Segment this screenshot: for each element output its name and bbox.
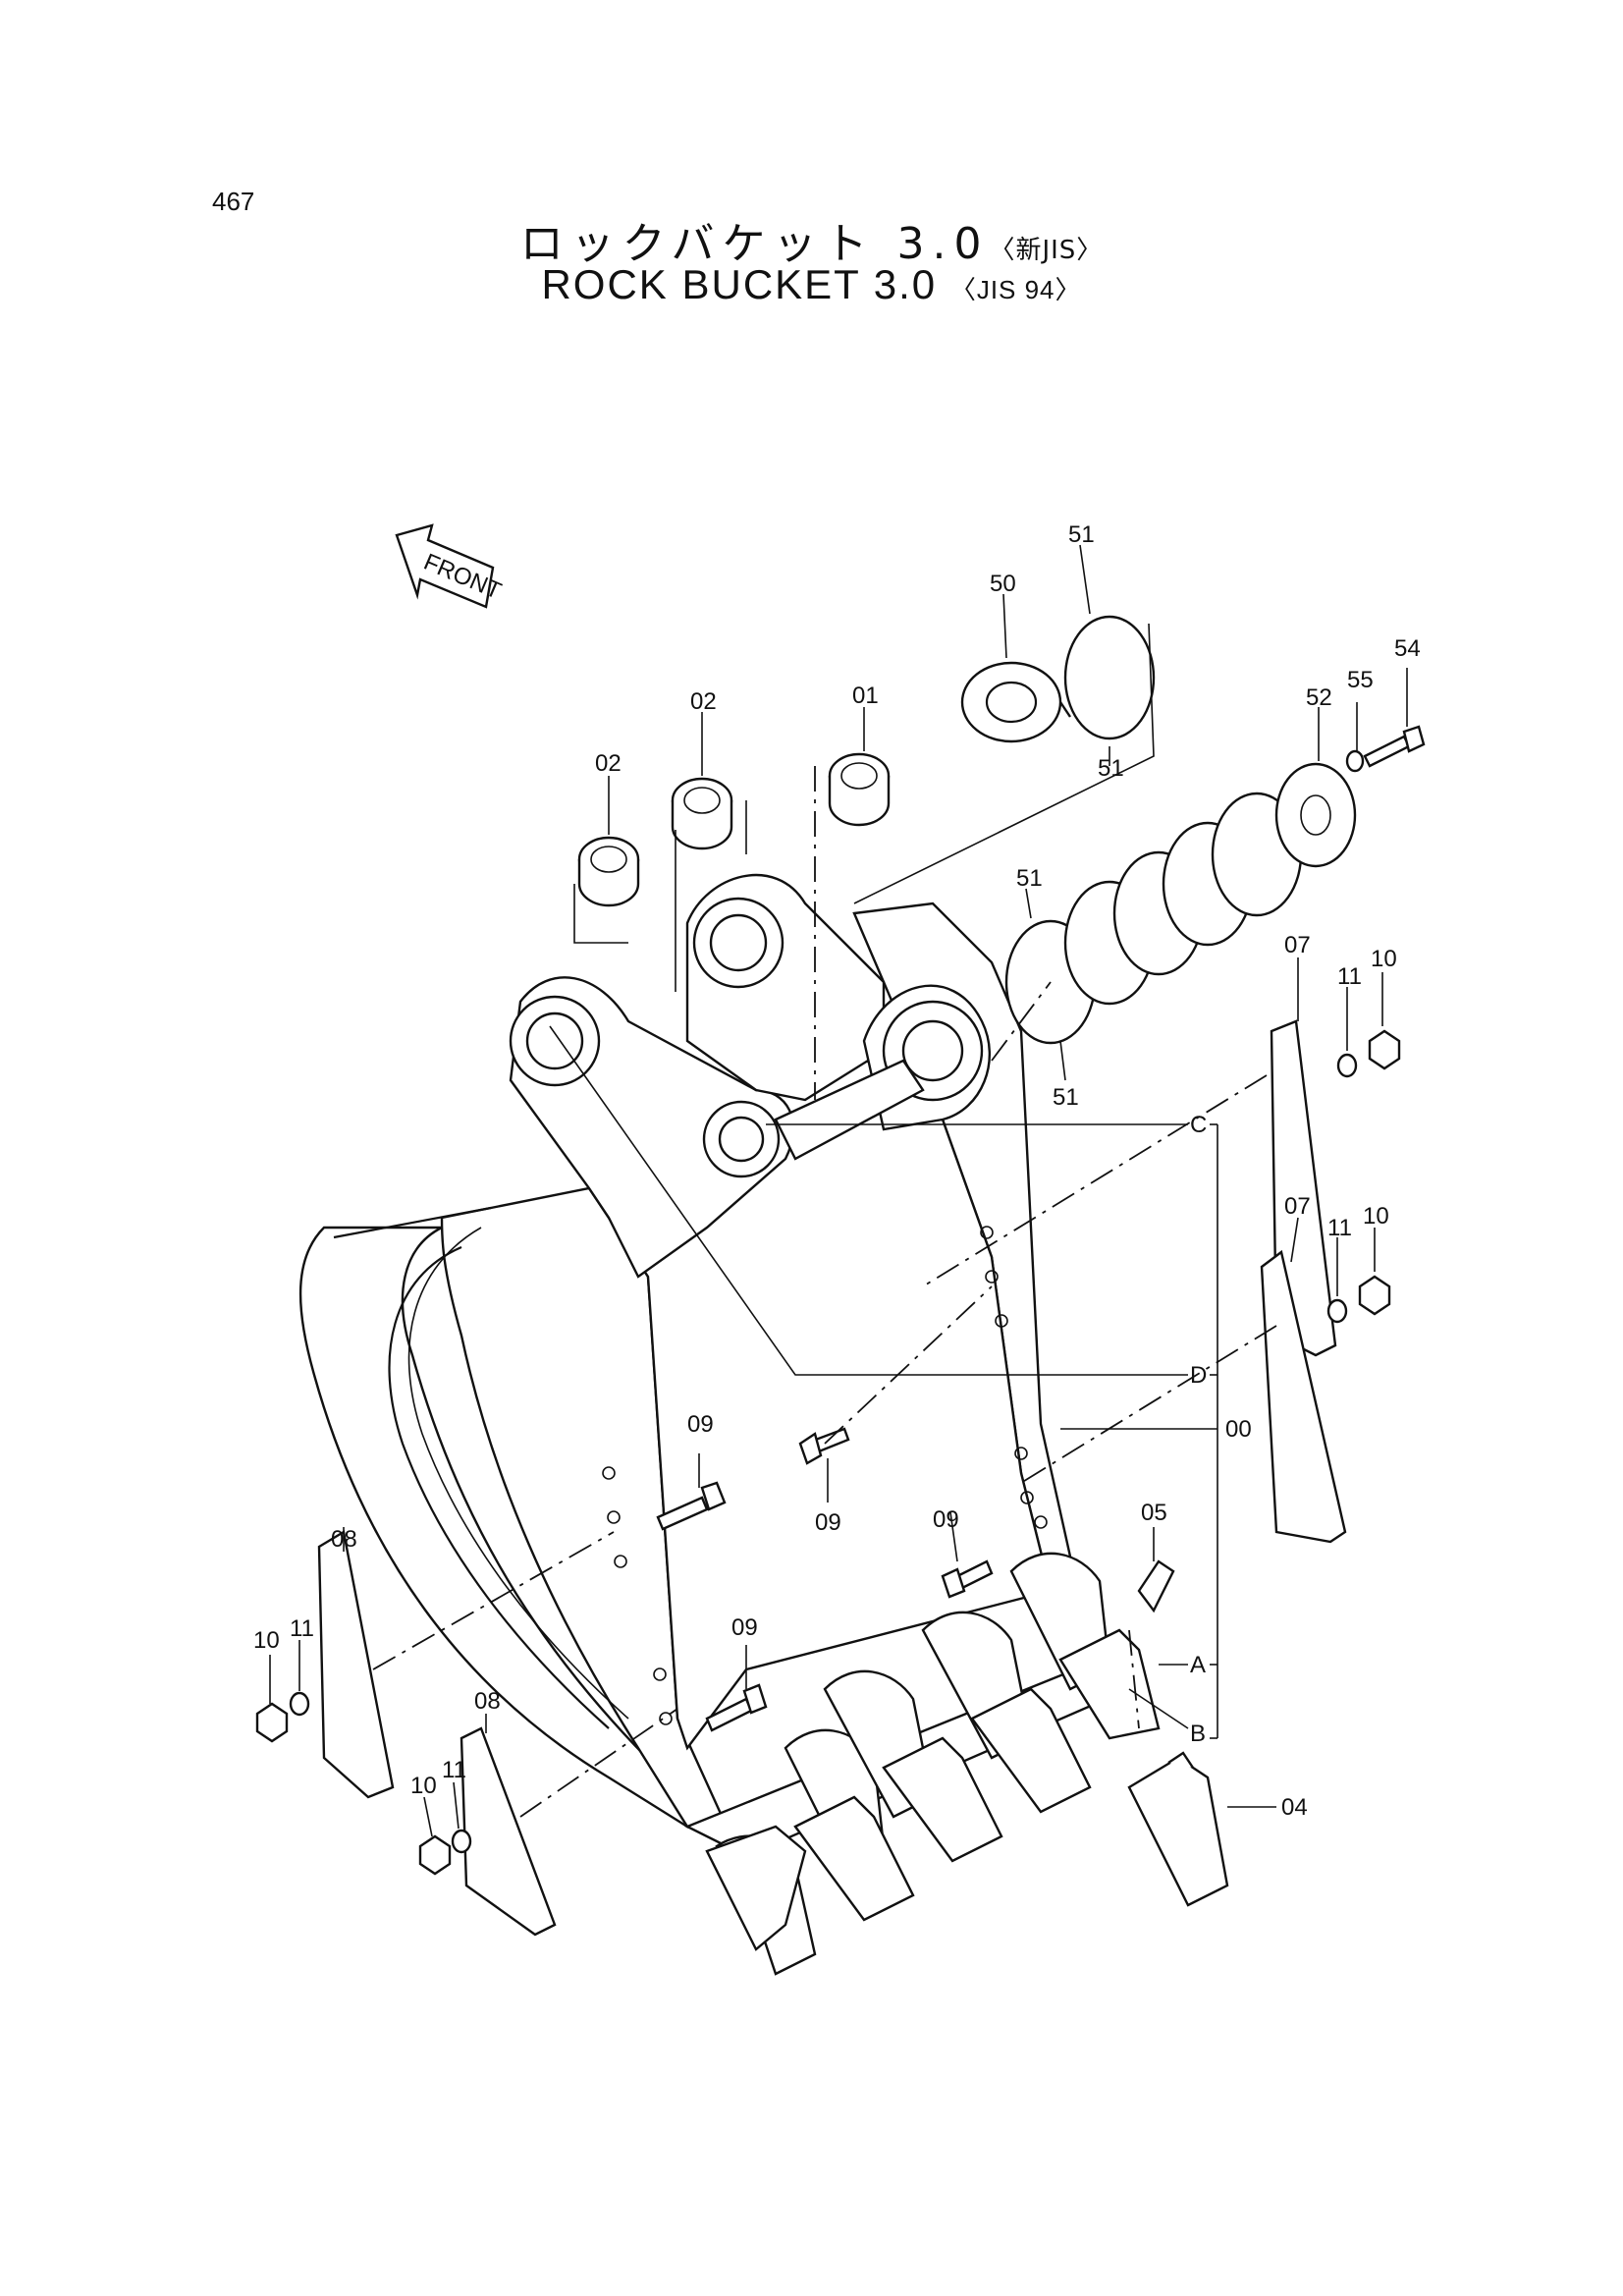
tooth-4 [921, 1611, 1092, 1814]
callout-52: 52 [1306, 684, 1332, 711]
callout-10-left-upper: 10 [253, 1627, 280, 1654]
callout-C: C [1190, 1112, 1207, 1138]
front-arrow-icon: FRONT [395, 523, 506, 609]
bucket-teeth [705, 1552, 1229, 1976]
title-japanese-main: ロックバケット 3.0 [519, 219, 990, 269]
callout-02-mid: 02 [690, 688, 717, 715]
page-number: 467 [212, 187, 255, 216]
washer-11d [451, 1829, 472, 1854]
loose-tooth-04 [1127, 1751, 1229, 1907]
callout-11-lower: 11 [1327, 1215, 1352, 1241]
callout-02-left: 02 [595, 750, 622, 777]
bucket-body [298, 873, 1132, 1858]
assembly-lines [372, 766, 1277, 1818]
callout-08-lower: 08 [474, 1688, 501, 1715]
side-cutter-07-lower [1260, 1249, 1347, 1544]
callout-labels: 51 50 51 02 02 01 55 54 52 51 51 07 11 1… [253, 521, 1421, 1821]
title-japanese: ロックバケット 3.0〈新JIS〉 [0, 208, 1623, 271]
washer-11 [1336, 1053, 1358, 1078]
title-english-note: 〈JIS 94〉 [949, 275, 1082, 304]
bolt-54 [1363, 725, 1426, 768]
callout-55: 55 [1347, 667, 1374, 693]
callout-07-lower: 07 [1284, 1193, 1311, 1220]
title-english: ROCK BUCKET 3.0 〈JIS 94〉 [0, 261, 1623, 308]
plate-52 [1274, 762, 1357, 868]
washer-11b [1326, 1298, 1348, 1324]
bushing-02-mid [671, 777, 733, 850]
shim-51-top [1063, 615, 1156, 740]
callout-10-lower: 10 [1363, 1203, 1389, 1230]
callout-04: 04 [1281, 1794, 1308, 1821]
side-cutter-08-upper [317, 1530, 395, 1799]
callout-05: 05 [1141, 1500, 1167, 1526]
callout-10-upper: 10 [1371, 946, 1397, 972]
washer-55 [1345, 749, 1365, 773]
callout-09-b: 09 [815, 1509, 841, 1536]
bushing-01 [828, 752, 891, 827]
callout-08-upper: 08 [331, 1526, 357, 1553]
callout-11-upper: 11 [1337, 963, 1362, 990]
tooth-5 [1009, 1552, 1161, 1740]
tooth-pin-05 [1137, 1559, 1175, 1613]
callout-D: D [1190, 1362, 1207, 1389]
bushings [577, 615, 1426, 1045]
callout-09-a: 09 [687, 1411, 714, 1438]
callout-09-c: 09 [933, 1506, 959, 1533]
callout-00: 00 [1225, 1416, 1252, 1443]
callout-50: 50 [990, 571, 1016, 597]
callout-51-upper: 51 [1098, 755, 1124, 782]
leader-lines [269, 544, 1408, 1837]
callout-54: 54 [1394, 635, 1421, 662]
nut-10d [418, 1834, 452, 1876]
tooth-3 [823, 1669, 1003, 1863]
title-japanese-note: 〈新JIS〉 [989, 236, 1104, 265]
washer-11c [289, 1691, 310, 1717]
bushing-02-left [577, 836, 640, 907]
callout-51-middle: 51 [1016, 865, 1043, 892]
callout-51-top: 51 [1068, 521, 1095, 548]
nut-10 [1368, 1029, 1401, 1070]
callout-01: 01 [852, 683, 879, 709]
callout-11-left-upper: 11 [290, 1615, 314, 1642]
callout-B: B [1190, 1721, 1206, 1747]
side-cutters [255, 1019, 1401, 1937]
shim-stack [1004, 792, 1303, 1045]
nut-10c [255, 1702, 289, 1743]
callout-09-d: 09 [731, 1614, 758, 1641]
tooth-1 [705, 1825, 817, 1976]
side-cutter-08-lower [460, 1726, 557, 1937]
callout-11-left-lower: 11 [442, 1757, 466, 1783]
callout-10-left-lower: 10 [410, 1773, 437, 1799]
nut-10b [1358, 1275, 1391, 1316]
callout-51-lower: 51 [1053, 1084, 1079, 1111]
collar-50 [960, 661, 1071, 743]
callout-07-upper: 07 [1284, 932, 1311, 958]
tooth-2 [784, 1728, 915, 1922]
callout-A: A [1190, 1652, 1206, 1678]
title-english-main: ROCK BUCKET 3.0 [541, 261, 938, 307]
